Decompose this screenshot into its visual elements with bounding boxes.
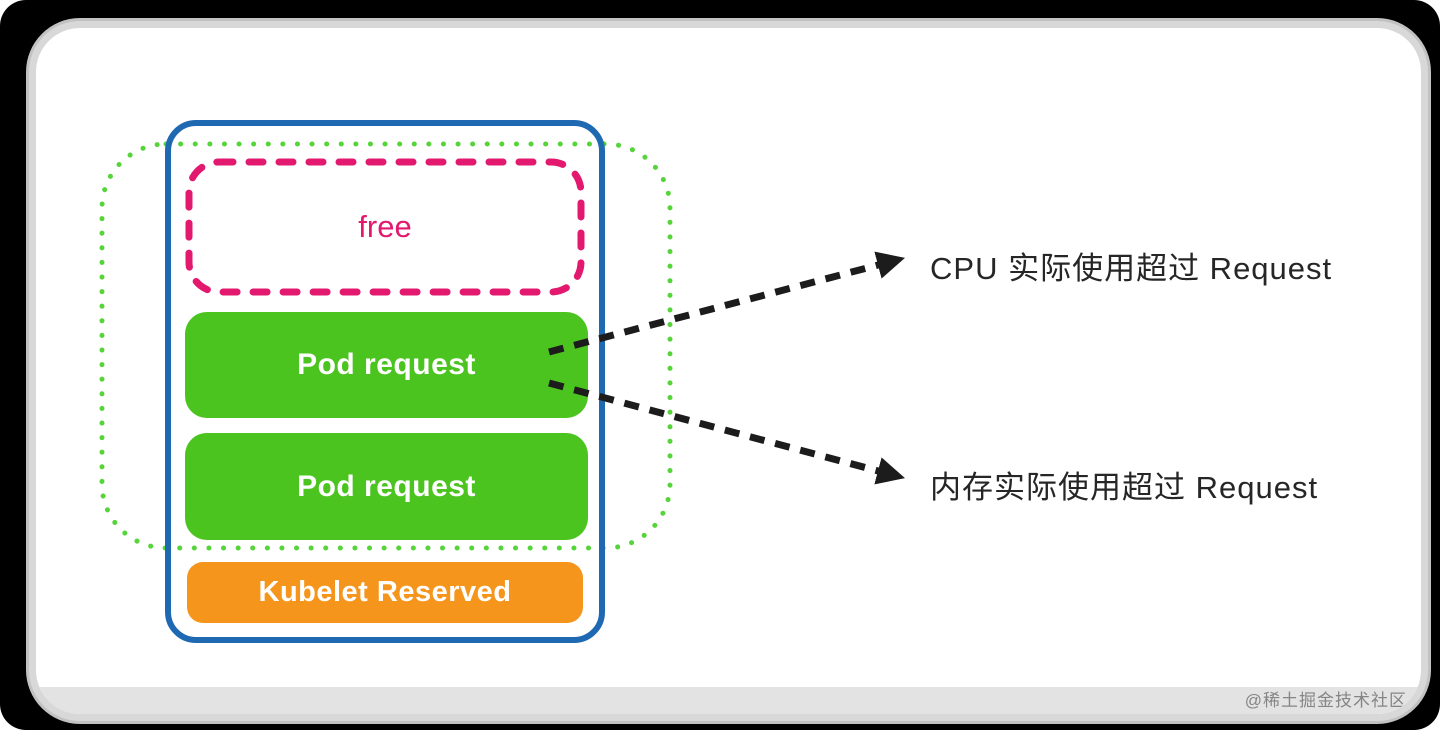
free-box: free <box>185 158 585 295</box>
pod-request-label-1: Pod request <box>297 348 476 381</box>
footer-strip: @稀土掘金技术社区 <box>36 687 1421 714</box>
cpu-annotation: CPU 实际使用超过 Request <box>930 251 1333 286</box>
free-label: free <box>358 208 412 244</box>
pod-request-box-1: Pod request <box>185 312 588 418</box>
pod-request-label-2: Pod request <box>297 469 476 503</box>
memory-annotation: 内存实际使用超过 Request <box>930 470 1319 505</box>
watermark-text: @稀土掘金技术社区 <box>1244 691 1407 710</box>
pod-request-box-2: Pod request <box>185 433 588 540</box>
kubelet-reserved-label: Kubelet Reserved <box>258 576 512 608</box>
kubelet-reserved-box: Kubelet Reserved <box>187 562 583 623</box>
